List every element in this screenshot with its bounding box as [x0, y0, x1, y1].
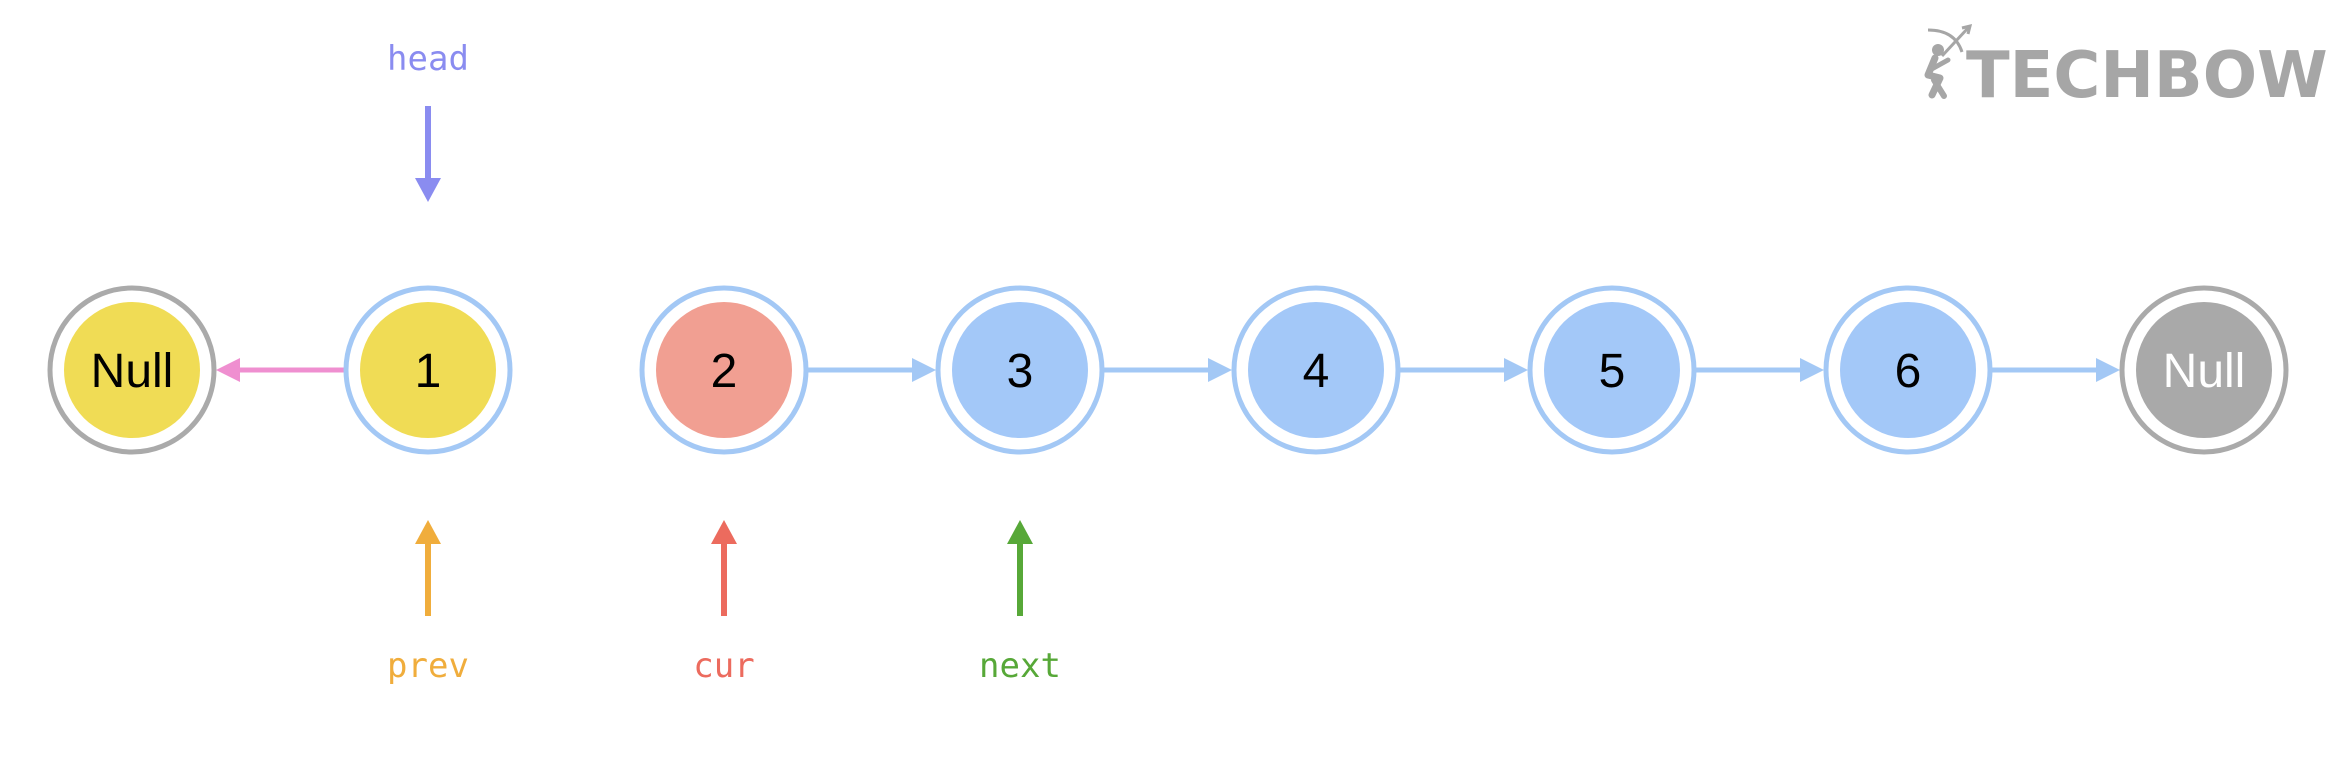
node-fill: [1248, 302, 1384, 438]
link-arrowhead: [1208, 358, 1232, 382]
link-arrowhead: [216, 358, 240, 382]
pointer-arrowhead: [711, 520, 737, 544]
node-n5: 5: [1527, 285, 1697, 455]
link-arrow: [1104, 358, 1232, 382]
pointer-arrowhead: [1007, 520, 1033, 544]
link-arrow: [808, 358, 936, 382]
node-fill: [64, 302, 200, 438]
node-fill: [1544, 302, 1680, 438]
pointer-arrowhead: [415, 520, 441, 544]
link-arrowhead: [1800, 358, 1824, 382]
pointer-arrowhead: [415, 178, 441, 202]
pointer-prev: prev: [387, 520, 469, 686]
link-arrow: [216, 358, 344, 382]
pointer-label: head: [387, 39, 469, 79]
links-layer: [216, 358, 2120, 382]
node-fill: [952, 302, 1088, 438]
node-fill: [360, 302, 496, 438]
pointer-head: head: [387, 39, 469, 202]
link-arrowhead: [2096, 358, 2120, 382]
node-fill: [1840, 302, 1976, 438]
nodes-layer: Null 1 2 3 4 5 6 Null: [47, 285, 2289, 455]
link-arrow: [1992, 358, 2120, 382]
link-arrowhead: [912, 358, 936, 382]
node-label: Null: [91, 345, 174, 398]
techbow-logo: TECHBOW: [1924, 23, 2328, 113]
node-label: 2: [711, 345, 738, 398]
node-n3: 3: [935, 285, 1105, 455]
pointers-layer: head prev cur next: [387, 39, 1061, 686]
node-label: 4: [1303, 345, 1330, 398]
node-n6: 6: [1823, 285, 1993, 455]
node-fill: [2136, 302, 2272, 438]
node-label: 3: [1007, 345, 1034, 398]
pointer-label: prev: [387, 646, 469, 686]
link-arrowhead: [1504, 358, 1528, 382]
node-n1: 1: [343, 285, 513, 455]
node-fill: [656, 302, 792, 438]
node-label: 6: [1895, 345, 1922, 398]
node-n4: 4: [1231, 285, 1401, 455]
node-label: 1: [415, 345, 442, 398]
node-label: 5: [1599, 345, 1626, 398]
link-arrow: [1696, 358, 1824, 382]
pointer-cur: cur: [693, 520, 755, 686]
logo-text: TECHBOW: [1966, 39, 2328, 113]
pointer-next: next: [979, 520, 1061, 686]
node-null-right: Null: [2119, 285, 2289, 455]
node-null-left: Null: [47, 285, 217, 455]
link-arrow: [1400, 358, 1528, 382]
pointer-label: next: [979, 646, 1061, 686]
node-label: Null: [2163, 345, 2246, 398]
pointer-label: cur: [693, 646, 754, 686]
node-n2: 2: [639, 285, 809, 455]
archer-icon: [1924, 23, 1973, 99]
